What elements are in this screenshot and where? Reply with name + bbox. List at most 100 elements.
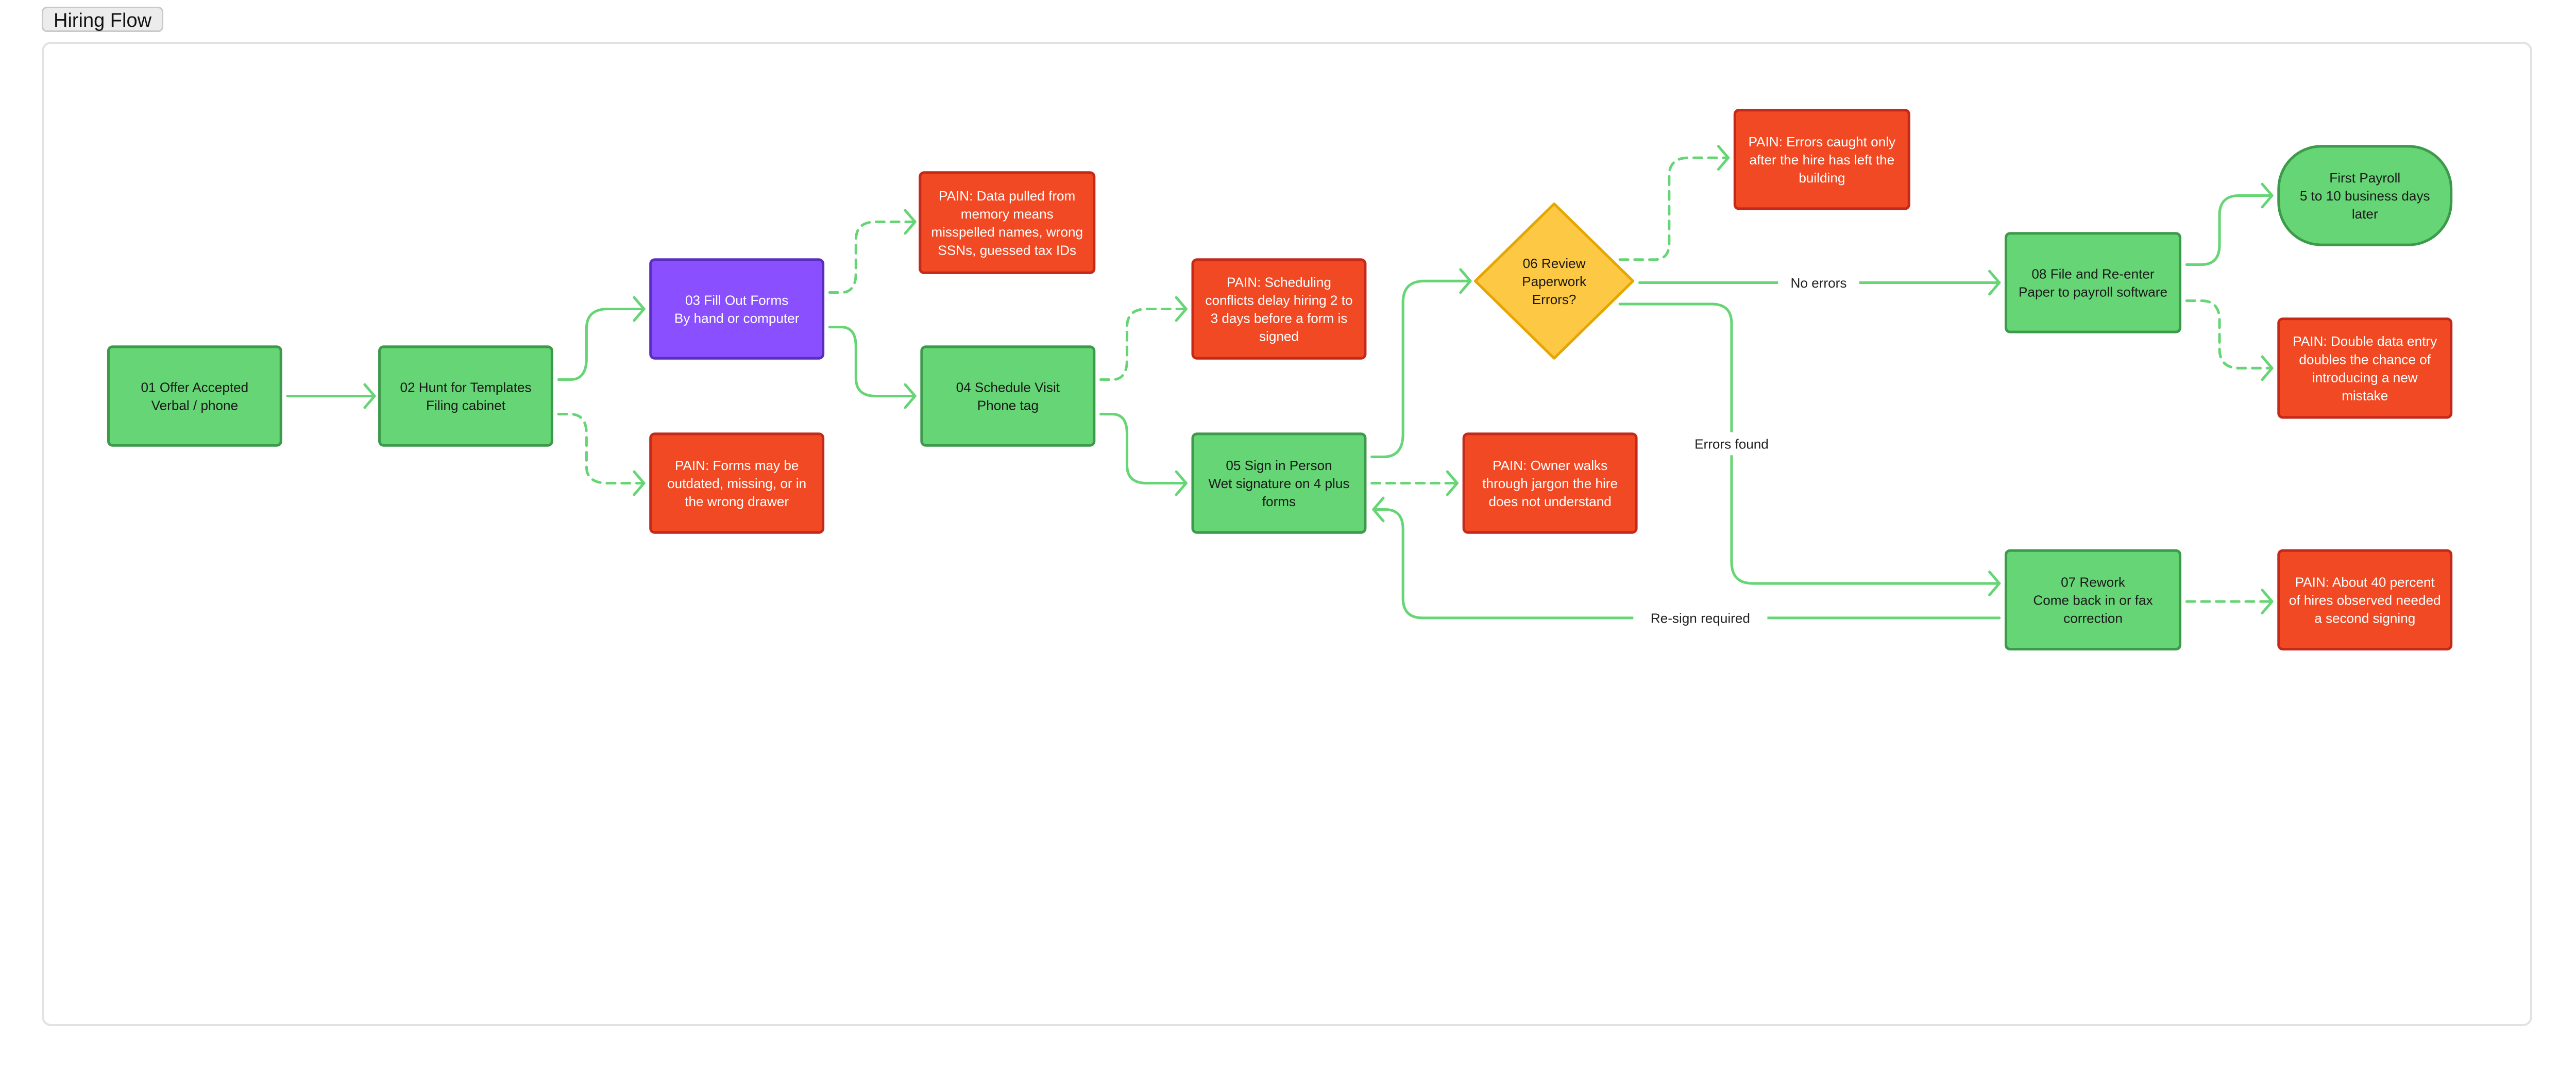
node-text-line: correction — [2063, 611, 2123, 626]
node-shape[interactable] — [2277, 317, 2453, 419]
edge-n07-to-n05[interactable]: Re-sign required — [1372, 496, 2001, 630]
edge-n04-to-n05[interactable] — [1099, 413, 1188, 496]
node-text-line: PAIN: Double data entry — [2293, 333, 2437, 349]
edge-n04-to-p04[interactable] — [1099, 296, 1188, 381]
pain-point-p06[interactable]: PAIN: Errors caught only after the hire h… — [1733, 109, 1910, 210]
arrowhead-icon — [633, 296, 646, 322]
edge-label-bg — [1778, 271, 1859, 294]
node-text-line: later — [2352, 206, 2378, 222]
diagram-title-tab[interactable]: Hiring Flow — [42, 7, 164, 32]
node-shape[interactable] — [1191, 432, 1367, 534]
edge-n03-to-n04[interactable] — [828, 326, 917, 409]
node-text-line: By hand or computer — [674, 311, 800, 326]
node-shape[interactable] — [2004, 232, 2182, 333]
node-text-line: after the hire has left the — [1749, 152, 1894, 167]
pain-point-p07[interactable]: PAIN: About 40 percent of hires observed … — [2277, 549, 2453, 651]
node-text-line: Wet signature on 4 plus — [1208, 476, 1349, 491]
node-shape[interactable] — [378, 345, 553, 447]
node-text-line: Verbal / phone — [151, 398, 239, 413]
edge-line[interactable] — [1372, 508, 2001, 619]
arrowhead-icon — [1988, 571, 2001, 596]
arrowhead-icon — [633, 470, 646, 496]
decision-diamond[interactable] — [1473, 202, 1635, 360]
node-text-line: 04 Schedule Visit — [956, 380, 1060, 395]
edge-line[interactable] — [2185, 194, 2274, 266]
edge-n06-to-n07[interactable]: Errors found — [1618, 303, 2001, 596]
edge-line[interactable] — [1099, 413, 1188, 485]
edge-n02-to-p02[interactable] — [557, 413, 646, 496]
node-text-line: 5 to 10 business days — [2300, 188, 2430, 204]
arrowhead-icon — [1446, 470, 1459, 496]
node-text-line: memory means — [961, 206, 1054, 222]
edge-line[interactable] — [828, 326, 917, 398]
edge-n06-to-p06[interactable] — [1618, 145, 1730, 261]
node-text-line: outdated, missing, or in — [667, 476, 806, 491]
node-text-line: misspelled names, wrong — [931, 224, 1083, 240]
node-text-line: 3 days before a form is — [1211, 311, 1348, 326]
arrowhead-icon — [1459, 268, 1472, 294]
arrowhead-icon — [904, 209, 917, 235]
edge-line[interactable] — [828, 220, 917, 294]
edge-label: Errors found — [1694, 437, 1769, 452]
node-text-line: PAIN: About 40 percent — [2295, 574, 2435, 590]
edge-line[interactable] — [557, 307, 646, 381]
edge-n05-to-n06[interactable] — [1370, 268, 1472, 459]
arrowhead-icon — [1988, 270, 2001, 296]
arrowhead-icon — [1175, 296, 1188, 322]
edge-n08-to-p08[interactable] — [2185, 299, 2274, 381]
arrowhead-icon — [1717, 145, 1730, 171]
arrowhead-icon — [2261, 355, 2274, 381]
node-text-line: SSNs, guessed tax IDs — [938, 242, 1076, 258]
edge-n05-to-p05[interactable] — [1370, 470, 1459, 496]
step-node-n03[interactable]: 03 Fill Out Forms By hand or computer — [649, 258, 825, 360]
node-shape[interactable] — [2004, 549, 2182, 651]
edge-line[interactable] — [1099, 307, 1188, 381]
edge-n02-to-n03[interactable] — [557, 296, 646, 381]
node-shape[interactable] — [649, 258, 825, 360]
node-shape[interactable] — [649, 432, 825, 534]
pain-point-p08[interactable]: PAIN: Double data entry doubles the chanc… — [2277, 317, 2453, 419]
node-shape[interactable] — [1733, 109, 1910, 210]
edge-n07-to-p07[interactable] — [2185, 589, 2274, 614]
node-text-line: PAIN: Errors caught only — [1749, 134, 1896, 149]
edge-label: No errors — [1791, 275, 1847, 291]
node-text-line: building — [1799, 170, 1845, 186]
step-node-n09[interactable]: First Payroll 5 to 10 business days later — [2277, 145, 2453, 246]
node-text-line: of hires observed needed — [2289, 592, 2441, 608]
edge-line[interactable] — [557, 413, 646, 485]
node-text-line: doubles the chance of — [2299, 351, 2431, 367]
node-text-line: PAIN: Scheduling — [1227, 274, 1331, 290]
edge-n06-to-n08[interactable]: No errors — [1638, 270, 2001, 296]
edge-line[interactable] — [1618, 156, 1730, 261]
node-text-line: 03 Fill Out Forms — [685, 293, 788, 308]
node-text-line: First Payroll — [2329, 170, 2400, 186]
node-shape[interactable] — [1462, 432, 1638, 534]
node-text-line: signed — [1259, 329, 1299, 344]
node-shape[interactable] — [107, 345, 282, 447]
node-shape[interactable] — [919, 171, 1096, 274]
edge-line[interactable] — [1618, 303, 2001, 585]
edge-label-bg — [1633, 606, 1768, 630]
node-text-line: PAIN: Owner walks — [1493, 458, 1607, 473]
node-shape[interactable] — [1191, 258, 1367, 360]
node-shape[interactable] — [920, 345, 1096, 447]
edge-line[interactable] — [1370, 279, 1472, 459]
edge-n01-to-n02[interactable] — [286, 383, 376, 409]
node-shape[interactable] — [2277, 145, 2453, 246]
edge-n08-to-n09[interactable] — [2185, 182, 2274, 266]
edge-line[interactable] — [2185, 299, 2274, 370]
edge-n03-to-p03[interactable] — [828, 209, 917, 294]
node-shape[interactable] — [2277, 549, 2453, 651]
